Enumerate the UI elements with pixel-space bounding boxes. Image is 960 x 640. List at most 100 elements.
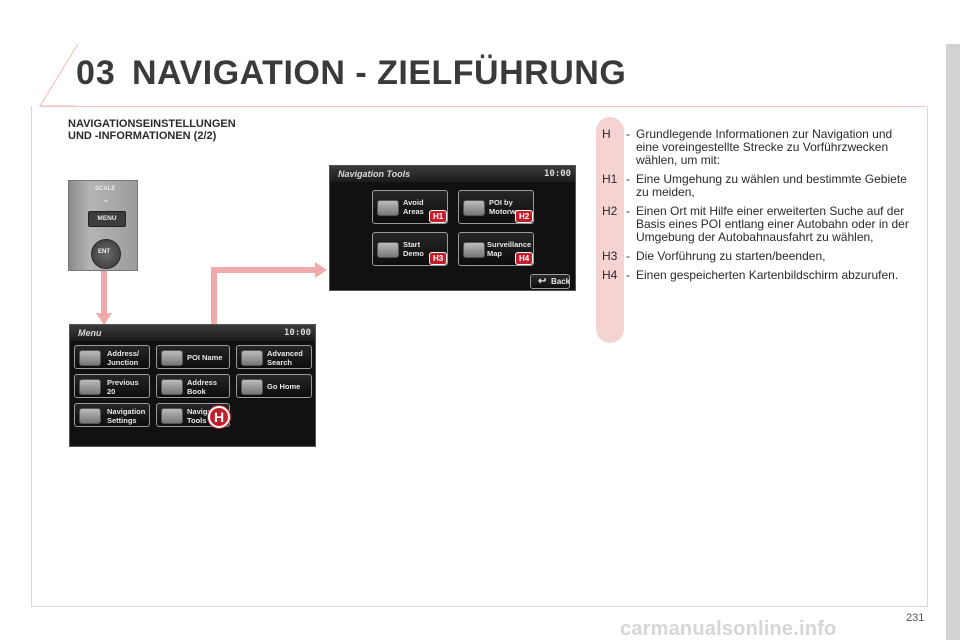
legend-item-h3: H3 - Die Vorführung zu starten/beenden, (602, 250, 922, 263)
remote-dial (91, 239, 121, 269)
content-frame (31, 106, 928, 607)
tile-go-home[interactable]: Go Home (236, 374, 312, 398)
tile-label-line2: Search (267, 357, 293, 367)
legend-dash: - (626, 268, 630, 282)
legend-item-h4: H4 - Einen gespeicherten Kartenbildschir… (602, 269, 922, 282)
legend-dash: - (626, 249, 630, 263)
tile-label-line1: Previous (107, 378, 139, 387)
navigation-settings-icon (79, 408, 101, 424)
tile-label-line2: Motorwa (489, 206, 520, 216)
tile-label-line1: Address (187, 378, 218, 387)
legend-item-h1: H1 - Eine Umgehung zu wählen und bestimm… (602, 173, 922, 199)
tile-avoid-areas[interactable]: Avoid Areas H1 (372, 190, 448, 224)
navigation-tools-screen: Navigation Tools 10:00 Avoid Areas H1 PO… (329, 165, 576, 291)
navigation-tools-icon (161, 408, 183, 424)
legend-key: H4 (602, 268, 618, 282)
badge-h2: H2 (515, 210, 534, 223)
screen-title-bar (330, 166, 575, 182)
page-number: 231 (906, 612, 925, 624)
tile-label-line2: Areas (403, 206, 424, 216)
tile-label-line1: Advanced (267, 349, 303, 358)
legend-pill (596, 117, 624, 343)
header-pink-corner (38, 44, 78, 107)
section-title-line2: UND -INFORMATIONEN (2/2) (68, 130, 217, 142)
tile-label-line1: POI Name (187, 353, 223, 362)
tile-navigation-settings[interactable]: Navigation Settings (74, 403, 150, 427)
legend-item-h2: H2 - Einen Ort mit Hilfe einer erweitert… (602, 205, 922, 244)
badge-h1: H1 (429, 210, 448, 223)
remote-menu-button: MENU (88, 211, 126, 227)
remote-ent-label: ENT (98, 249, 110, 255)
screen-title: Menu (78, 328, 102, 338)
section-title: NAVIGATIONSEINSTELLUNGEN UND -INFORMATIO… (68, 118, 236, 142)
remote-scale-label: SCALE (95, 186, 116, 192)
tile-poi-name[interactable]: POI Name (156, 345, 230, 369)
tile-label-line1: Go Home (267, 382, 301, 391)
legend-text: Eine Umgehung zu wählen und bestimmte Ge… (636, 172, 907, 199)
back-arrow-icon: ↩ (538, 276, 547, 287)
legend-item-h: H - Grundlegende Informationen zur Navig… (602, 128, 922, 167)
legend-text: Grundlegende Informationen zur Navigatio… (636, 127, 893, 167)
arrow-head-right-icon (315, 262, 327, 278)
tile-label-line1: Navigat (187, 407, 215, 416)
legend-dash: - (626, 127, 630, 141)
screen-title-bar (70, 325, 315, 341)
tile-label-line1: Address/ (107, 349, 140, 358)
side-strip (946, 44, 960, 640)
legend-key: H (602, 127, 611, 141)
screen-clock: 10:00 (544, 169, 572, 179)
back-label: Back (551, 277, 571, 286)
tile-label-line1: Avoid (403, 198, 424, 207)
start-demo-icon (377, 242, 399, 258)
screen-clock: 10:00 (284, 328, 312, 338)
legend-text: Einen gespeicherten Kartenbildschirm abz… (636, 268, 899, 282)
watermark: carmanualsonline.info (620, 618, 837, 640)
tile-label-line1: Navigation (107, 407, 146, 416)
legend-key: H1 (602, 172, 618, 186)
avoid-areas-icon (377, 200, 399, 216)
tile-start-demo[interactable]: Start Demo H3 (372, 232, 448, 266)
tile-label-line2: Settings (107, 415, 137, 425)
section-title-line1: NAVIGATIONSEINSTELLUNGEN (68, 118, 236, 130)
tile-label-line1: Surveillance (487, 240, 532, 249)
chapter-number: 03 (76, 54, 116, 92)
tile-label-line2: Book (187, 386, 206, 396)
badge-h4: H4 (515, 252, 534, 265)
tile-label-line2: Map (487, 248, 502, 258)
tile-label-line2: Tools (187, 415, 207, 425)
chevron-down-icon: ⌄ (102, 194, 111, 205)
tile-label-line2: Demo (403, 248, 424, 258)
arrow-head-down-icon (96, 313, 112, 325)
back-button[interactable]: ↩ Back (530, 274, 570, 289)
tile-label-line1: Start (403, 240, 421, 249)
arrow-remote-to-menu (101, 271, 107, 315)
tile-label-line1: POI by (489, 198, 513, 207)
tile-advanced-search[interactable]: Advanced Search (236, 345, 312, 369)
badge-h3: H3 (429, 252, 448, 265)
advanced-search-icon (241, 350, 263, 366)
poi-name-icon (161, 350, 183, 366)
tile-surveillance-map[interactable]: Surveillance Map H4 (458, 232, 534, 266)
surveillance-map-icon (463, 242, 485, 258)
arrow-h-horizontal (211, 267, 317, 273)
tile-label-line2: 20 (107, 386, 116, 396)
tile-previous-20[interactable]: Previous 20 (74, 374, 150, 398)
legend-key: H3 (602, 249, 618, 263)
remote-control-image: SCALE ⌄ MENU ENT (68, 180, 138, 271)
address-book-icon (161, 379, 183, 395)
legend-key: H2 (602, 204, 618, 218)
header-rule (40, 106, 926, 107)
tile-poi-by-motorway[interactable]: POI by Motorwa H2 (458, 190, 534, 224)
legend-dash: - (626, 204, 630, 218)
tile-address-junction[interactable]: Address/ Junction (74, 345, 150, 369)
callout-h-badge: H (208, 406, 230, 428)
menu-screen: Menu 10:00 Address/ Junction POI Name Ad… (69, 324, 316, 447)
go-home-icon (241, 379, 263, 395)
previous-20-icon (79, 379, 101, 395)
chapter-title: NAVIGATION - ZIELFÜHRUNG (132, 54, 627, 92)
address-junction-icon (79, 350, 101, 366)
tile-address-book[interactable]: Address Book (156, 374, 230, 398)
legend-text: Einen Ort mit Hilfe einer erweiterten Su… (636, 204, 909, 244)
legend-text: Die Vorführung zu starten/beenden, (636, 249, 826, 263)
legend-dash: - (626, 172, 630, 186)
